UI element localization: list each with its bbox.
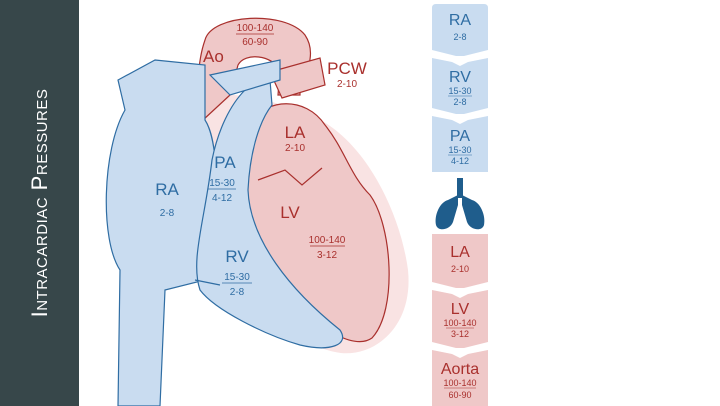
pa-systolic: 15-30: [209, 178, 235, 189]
pcw-label: PCW: [327, 59, 367, 78]
pcw-vessel-shape: [269, 57, 326, 99]
rv-label: RV: [225, 247, 249, 266]
flow-lv-label: LV: [451, 301, 470, 318]
ao-systolic: 100-140: [237, 23, 274, 34]
flow-lv-top: 100-140: [443, 318, 476, 328]
pulmonary-artery-shape: [208, 59, 281, 96]
ao-label: Ao: [203, 47, 224, 66]
lv-systolic: 100-140: [309, 235, 346, 246]
lv-label: LV: [280, 203, 300, 222]
flow-lv-bottom: 3-12: [451, 329, 469, 339]
flow-box-ra: [432, 4, 488, 56]
flow-la-top: 2-10: [451, 264, 469, 274]
rv-systolic: 15-30: [224, 272, 250, 283]
flow-box-pa: [432, 116, 488, 172]
right-ventricle-shape: [196, 79, 344, 349]
flow-box-aorta: [432, 350, 488, 406]
flow-rv-top: 15-30: [448, 86, 471, 96]
flow-pa-bottom: 4-12: [451, 156, 469, 166]
sidebar: Intracardiac Pressures: [0, 0, 79, 406]
flow-ra-top: 2-8: [453, 32, 466, 42]
flow-rv-label: RV: [449, 69, 471, 86]
ao-diastolic: 60-90: [242, 37, 268, 48]
lungs-icon: [435, 178, 485, 230]
ra-value: 2-8: [160, 208, 175, 219]
tricuspid-valve-shape: [194, 279, 221, 286]
flow-pa-top: 15-30: [448, 145, 471, 155]
flow-aorta-bottom: 60-90: [448, 390, 471, 400]
flow-pa-label: PA: [450, 128, 470, 145]
flow-box-rv: [432, 58, 488, 114]
flow-box-la: [432, 234, 488, 288]
pa-diastolic: 4-12: [212, 193, 232, 204]
pcw-value: 2-10: [337, 79, 357, 90]
ra-label: RA: [155, 180, 179, 199]
flow-la-label: LA: [450, 244, 470, 261]
flow-rv-bottom: 2-8: [453, 97, 466, 107]
flow-aorta-top: 100-140: [443, 378, 476, 388]
right-atrium-shape: [105, 59, 217, 406]
la-label: LA: [285, 123, 306, 142]
flow-chart: RA 2-8 RV 15-30 2-8 PA 15-30 4-12 LA 2-1…: [432, 4, 488, 406]
la-value: 2-10: [285, 143, 305, 154]
mitral-valve-shape: [257, 167, 323, 186]
flow-ra-label: RA: [449, 12, 472, 29]
flow-box-lv: [432, 290, 488, 348]
flow-aorta-label: Aorta: [441, 361, 479, 378]
lv-diastolic: 3-12: [317, 250, 337, 261]
pa-label: PA: [214, 153, 236, 172]
rv-diastolic: 2-8: [230, 287, 245, 298]
